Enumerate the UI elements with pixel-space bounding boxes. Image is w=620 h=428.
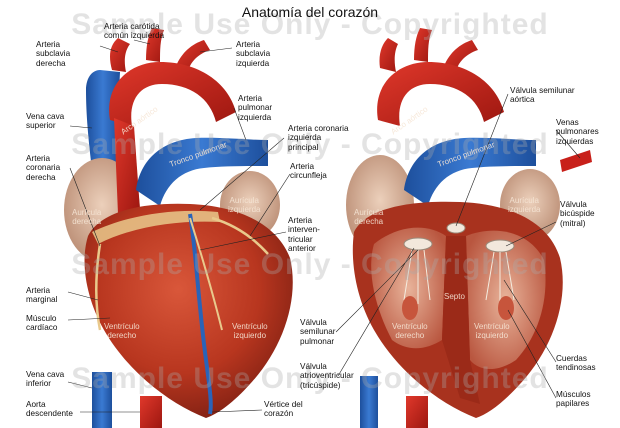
onimg-auricula-izquierda-2: Aurícula izquierda bbox=[508, 196, 540, 214]
onimg-septo: Septo bbox=[444, 292, 465, 301]
onimg-auricula-izquierda: Aurícula izquierda bbox=[228, 196, 260, 214]
label-arteria-interventricular: Arteria interven- tricular anterior bbox=[288, 216, 320, 254]
label-valvula-semilunar-aortica: Válvula semilunar aórtica bbox=[510, 86, 575, 105]
onimg-ventriculo-derecho-2: Ventrículo derecho bbox=[392, 322, 428, 340]
onimg-auricula-derecha: Aurícula derecha bbox=[72, 208, 101, 226]
label-arteria-marginal: Arteria marginal bbox=[26, 286, 57, 305]
label-vena-cava-superior: Vena cava superior bbox=[26, 112, 64, 131]
right-subclavian-artery bbox=[110, 38, 130, 72]
diagram-title: Anatomía del corazón bbox=[0, 4, 620, 20]
label-arteria-subclavia-derecha: Arteria subclavia derecha bbox=[36, 40, 70, 68]
label-arteria-circunfleja: Arteria circunfleja bbox=[290, 162, 327, 181]
aortic-arch bbox=[109, 62, 236, 126]
label-musculos-papilares: Músculos papilares bbox=[556, 390, 591, 409]
label-arteria-pulmonar-izquierda: Arteria pulmonar izquierda bbox=[238, 94, 272, 122]
label-musculo-cardiaco: Músculo cardíaco bbox=[26, 314, 57, 333]
label-venas-pulmonares: Venas pulmonares izquierdas bbox=[556, 118, 599, 146]
label-cuerdas-tendinosas: Cuerdas tendinosas bbox=[556, 354, 596, 373]
papillary-right bbox=[402, 296, 418, 320]
section-aortic-arch bbox=[377, 62, 504, 126]
label-arteria-coronaria-derecha: Arteria coronaria derecha bbox=[26, 154, 60, 182]
label-valvula-bicuspide: Válvula bicúspide (mitral) bbox=[560, 200, 595, 228]
label-arteria-subclavia-izquierda: Arteria subclavia izquierda bbox=[236, 40, 270, 68]
onimg-ventriculo-izquierdo: Ventrículo izquierdo bbox=[232, 322, 268, 340]
label-arteria-coronaria-izquierda: Arteria coronaria izquierda principal bbox=[288, 124, 349, 152]
section-branch-a bbox=[379, 38, 398, 72]
label-vena-cava-inferior: Vena cava inferior bbox=[26, 370, 64, 389]
descending-aorta bbox=[140, 396, 162, 428]
label-valvula-semilunar-pulmonar: Válvula semilunar pulmonar bbox=[300, 318, 336, 346]
label-vertice: Vértice del corazón bbox=[264, 400, 303, 419]
onimg-ventriculo-derecho: Ventrículo derecho bbox=[104, 322, 140, 340]
label-valvula-tricuspide: Válvula atrioventricular (tricúspide) bbox=[300, 362, 354, 390]
onimg-auricula-derecha-2: Aurícula derecha bbox=[354, 208, 383, 226]
label-aorta-descendente: Aorta descendente bbox=[26, 400, 73, 419]
aortic-valve bbox=[447, 223, 465, 233]
label-arteria-carotida: Arteria carótida común izquierda bbox=[104, 22, 164, 41]
section-descending-aorta bbox=[406, 396, 428, 428]
onimg-ventriculo-izquierdo-2: Ventrículo izquierdo bbox=[474, 322, 510, 340]
